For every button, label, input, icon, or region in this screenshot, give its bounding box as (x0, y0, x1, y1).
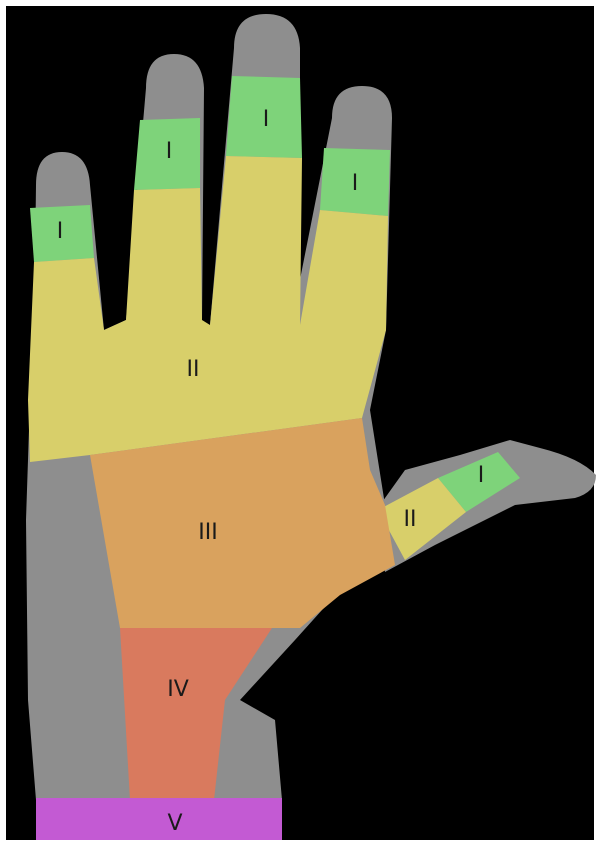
label-zone-I-little: I (352, 171, 359, 196)
label-zone-I-thumb: I (478, 463, 485, 488)
label-zone-II-palm: II (187, 357, 200, 382)
label-zone-II-thumb: II (404, 507, 417, 532)
label-zone-I-ring: I (263, 107, 270, 132)
label-zone-I-index: I (57, 219, 64, 244)
label-zone-I-middle: I (166, 139, 173, 164)
label-zone-V: V (167, 811, 182, 836)
label-zone-IV: IV (167, 677, 189, 702)
label-zone-III: III (198, 520, 217, 545)
zone-V-region (36, 798, 282, 840)
